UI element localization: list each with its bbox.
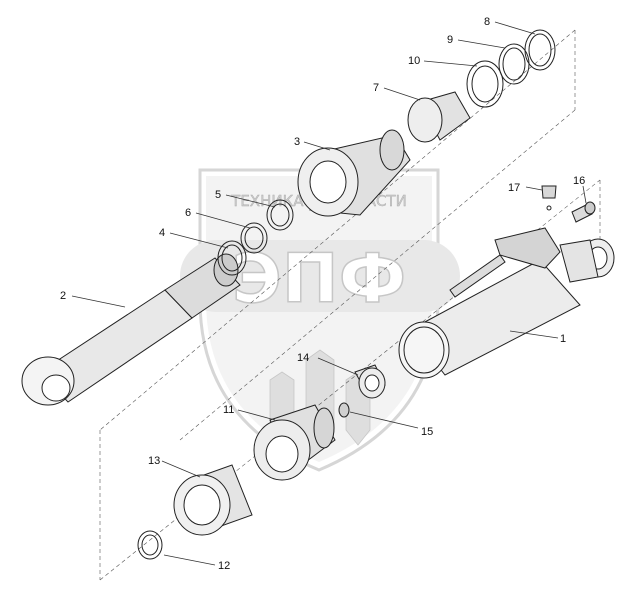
callout-7: 7 bbox=[373, 82, 379, 94]
part-8-ring bbox=[524, 29, 556, 71]
callout-12: 12 bbox=[218, 560, 230, 572]
part-11-gland bbox=[253, 404, 336, 481]
part-4-ring bbox=[217, 240, 247, 276]
part-5-ring bbox=[266, 199, 294, 231]
part-13-sleeve bbox=[173, 464, 253, 536]
part-6-ring bbox=[240, 222, 268, 254]
part-7-bushing bbox=[407, 91, 471, 143]
callout-8: 8 bbox=[484, 16, 490, 28]
part-2-piston-rod bbox=[21, 253, 241, 406]
callout-17: 17 bbox=[508, 182, 520, 194]
leader-lines bbox=[71, 21, 587, 566]
callout-9: 9 bbox=[447, 34, 453, 46]
part-15-pin bbox=[338, 402, 350, 418]
part-16-fitting bbox=[571, 201, 596, 223]
callout-2: 2 bbox=[60, 290, 66, 302]
callout-10: 10 bbox=[408, 55, 420, 67]
part-12-ring bbox=[137, 530, 163, 560]
callout-labels: 1 2 3 4 5 6 7 8 9 10 11 12 13 14 15 16 1… bbox=[60, 16, 585, 572]
callout-5: 5 bbox=[215, 189, 221, 201]
part-14-bushing bbox=[354, 364, 386, 399]
part-10-ring bbox=[466, 60, 504, 108]
part-17-fitting bbox=[541, 185, 557, 211]
part-1-cylinder bbox=[398, 227, 615, 379]
callout-1: 1 bbox=[560, 333, 566, 345]
callout-3: 3 bbox=[294, 136, 300, 148]
callout-14: 14 bbox=[297, 352, 309, 364]
callout-15: 15 bbox=[421, 426, 433, 438]
callout-16: 16 bbox=[573, 175, 585, 187]
callout-6: 6 bbox=[185, 207, 191, 219]
watermark-logo: ЭПФ bbox=[232, 240, 406, 319]
callout-4: 4 bbox=[159, 227, 165, 239]
watermark-logo-pill bbox=[180, 240, 460, 312]
callout-13: 13 bbox=[148, 455, 160, 467]
part-3-piston bbox=[297, 129, 411, 217]
callout-11: 11 bbox=[223, 404, 234, 416]
